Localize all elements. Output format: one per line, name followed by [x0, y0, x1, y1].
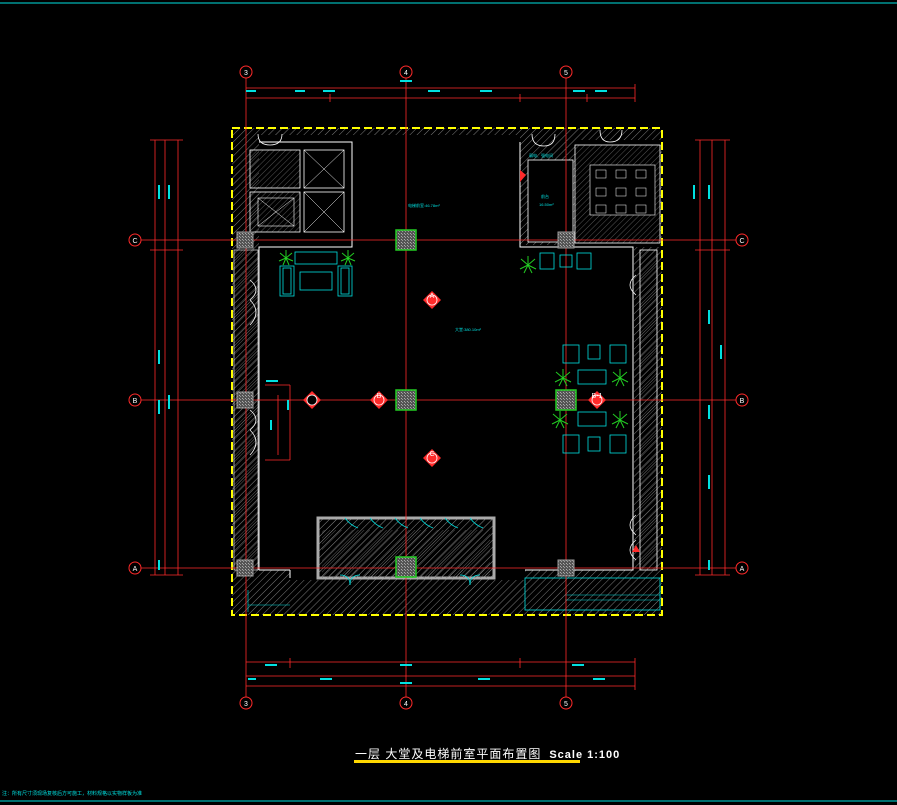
- axis-bubble-right-c: C: [735, 233, 749, 247]
- elevator-shafts: [249, 129, 623, 233]
- section-label-c: C: [429, 451, 434, 458]
- section-markers: A B C B-1: [303, 170, 640, 552]
- axis-bubbles: 3 4 5 3 4 5 C B A C B A: [128, 65, 749, 710]
- title-underline: [354, 760, 580, 763]
- furniture: [279, 251, 627, 586]
- svg-text:C: C: [132, 238, 137, 245]
- structural-columns: [236, 229, 577, 578]
- doors: [249, 274, 637, 561]
- corner-room-label: 前台: [541, 193, 549, 199]
- footnote: 注：所有尺寸须现场复核后方可施工，材料规格以实物样板为准: [2, 791, 143, 797]
- corner-area-label: 16.50m²: [539, 202, 554, 207]
- axis-bubble-bottom-4: 4: [399, 696, 413, 710]
- axis-bubble-bottom-5: 5: [559, 696, 573, 710]
- axis-bubble-left-a: A: [128, 561, 142, 575]
- section-label-a: A: [430, 293, 435, 300]
- axis-bubble-right-a: A: [735, 561, 749, 575]
- svg-text:4: 4: [404, 70, 408, 77]
- section-marker-left: [303, 391, 321, 409]
- axis-bubble-left-c: C: [128, 233, 142, 247]
- svg-text:5: 5: [564, 701, 568, 708]
- axis-bubble-left-b: B: [128, 393, 142, 407]
- top-right-room: [527, 144, 661, 244]
- svg-text:C: C: [739, 238, 744, 245]
- axis-bubble-right-b: B: [735, 393, 749, 407]
- axis-bubble-top-3: 3: [239, 65, 253, 79]
- room-labels: 电梯前室:46.78m² 大堂:380.10m² 前台 16.50m² 弱电、强…: [408, 152, 554, 332]
- svg-text:5: 5: [564, 70, 568, 77]
- drawing-scale: Scale 1:100: [549, 749, 621, 761]
- section-label-b1: B-1: [592, 393, 603, 400]
- elevator-lobby-label: 电梯前室:46.78m²: [408, 202, 440, 208]
- plants: [278, 250, 629, 429]
- top-right-room-label: 弱电、强电间: [529, 152, 553, 158]
- section-marker-b: B: [370, 391, 388, 409]
- svg-text:3: 3: [244, 70, 248, 77]
- axis-bubble-top-5: 5: [559, 65, 573, 79]
- svg-text:A: A: [740, 566, 745, 573]
- dimension-marks: [158, 80, 722, 684]
- svg-text:3: 3: [244, 701, 248, 708]
- section-marker-a: A: [423, 291, 441, 309]
- svg-text:B: B: [133, 398, 138, 405]
- svg-text:A: A: [133, 566, 138, 573]
- section-label-b: B: [377, 393, 382, 400]
- drawing-title-text: 一层 大堂及电梯前室平面布置图: [355, 747, 542, 761]
- section-marker-c: C: [423, 449, 441, 467]
- section-marker-b1: B-1: [588, 391, 606, 409]
- drawing-title: 一层 大堂及电梯前室平面布置图 Scale 1:100: [355, 745, 620, 762]
- svg-text:B: B: [740, 398, 745, 405]
- axis-bubble-bottom-3: 3: [239, 696, 253, 710]
- main-lobby-label: 大堂:380.10m²: [455, 326, 482, 332]
- svg-text:4: 4: [404, 701, 408, 708]
- axis-bubble-top-4: 4: [399, 65, 413, 79]
